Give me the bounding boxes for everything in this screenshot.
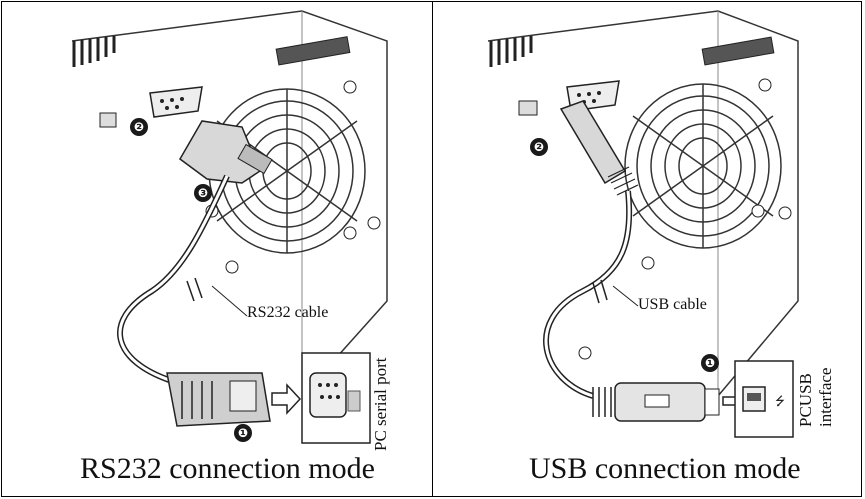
marker-2-usb: ❷ — [530, 138, 548, 156]
pc-usb-label-line1: PCUSB — [797, 373, 814, 427]
usb-cable-label: USB cable — [638, 296, 707, 314]
pc-usb-label-line2: interface — [817, 368, 834, 427]
pc-serial-port-label: PC serial port — [372, 358, 389, 452]
usb-panel: ⭍ ❷ ❶ USB cable PCUSB interface USB conn… — [433, 1, 861, 497]
marker-2-rs232: ❷ — [130, 118, 148, 136]
usb-caption: USB connection mode — [529, 454, 801, 484]
rs232-caption: RS232 connection mode — [80, 454, 375, 484]
rs232-illustration — [2, 1, 432, 497]
marker-1-usb: ❶ — [701, 354, 719, 372]
svg-text:⭍: ⭍ — [775, 394, 785, 408]
rs232-panel: ❷ ❸ ❶ RS232 cable PC serial port RS232 c… — [2, 1, 432, 497]
rs232-cable-label: RS232 cable — [247, 304, 328, 322]
marker-3-rs232: ❸ — [194, 184, 212, 202]
marker-1-rs232: ❶ — [234, 424, 252, 442]
